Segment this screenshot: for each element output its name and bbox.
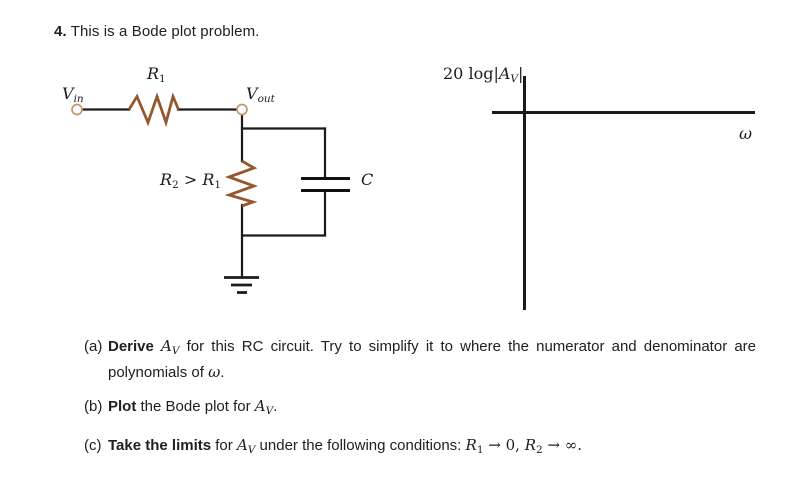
vout-label-base: V — [246, 84, 258, 103]
capacitor-label: C — [361, 170, 373, 190]
bode-axes — [492, 76, 755, 310]
vout-terminal — [236, 103, 248, 116]
r2-cond-a-sub: 2 — [172, 179, 179, 191]
omega-variable: ω — [208, 363, 221, 381]
question-a-text: for this RC circuit. Try to simplify it … — [186, 338, 757, 355]
question-a-line2-text: polynomials of — [108, 364, 209, 381]
question-c-text1: for — [211, 437, 237, 454]
r1-resistor — [127, 92, 180, 128]
question-a-line2: polynomials of ω. — [108, 362, 756, 383]
omega-letter: ω — [739, 124, 753, 143]
vin-label: Vin — [62, 84, 84, 105]
r1-limit-arrow: → 0, — [483, 436, 525, 454]
question-c: (c) Take the limits for AV under the fol… — [84, 435, 756, 461]
question-b: (b) Plot the Bode plot for AV. — [84, 396, 756, 422]
r2-cond-b: R — [202, 170, 215, 189]
circuit-wires — [81, 108, 327, 279]
r2-limit-sub: 2 — [535, 444, 543, 456]
r1-label-base: R — [147, 64, 160, 83]
r2-cond-a: R — [160, 170, 173, 189]
ylabel-var: A — [498, 64, 511, 83]
question-b-verb: Plot — [108, 398, 137, 415]
r1-limit-var: R — [465, 436, 477, 454]
av-variable-b: A — [254, 397, 266, 415]
av-variable-c: A — [236, 436, 248, 454]
question-b-text: the Bode plot for — [136, 398, 255, 415]
ground-symbol — [224, 276, 259, 294]
av-variable: A — [161, 337, 172, 355]
greater-than-sign: > — [178, 170, 203, 189]
question-a-line1: Derive AV for this RC circuit. Try to si… — [108, 336, 756, 362]
question-a-verb: Derive — [108, 338, 154, 355]
r2-cond-b-sub: 1 — [214, 179, 222, 191]
question-c-verb: Take the limits — [108, 437, 212, 454]
question-a-marker: (a) — [84, 338, 103, 355]
r2-resistor — [224, 159, 259, 208]
vout-label-sub: out — [257, 93, 275, 105]
vin-terminal — [71, 103, 83, 116]
terminals — [71, 103, 248, 116]
av-variable-b-sub: V — [265, 405, 274, 417]
av-variable-sub: V — [171, 345, 180, 357]
r2-limit-var: R — [524, 436, 536, 454]
question-b-marker: (b) — [84, 398, 103, 415]
question-c-text2: under the following conditions: — [255, 437, 466, 454]
question-a-line2-period: . — [220, 364, 225, 381]
question-a: (a) Derive AV for this RC circuit. Try t… — [84, 336, 756, 383]
problem-title: 4. This is a Bode plot problem. — [54, 23, 259, 40]
vout-label: Vout — [246, 84, 275, 105]
r2-limit-arrow: → ∞. — [542, 436, 583, 454]
bode-x-axis-label: ω — [739, 124, 752, 144]
r2-condition-label: R2 > R1 — [160, 170, 221, 191]
r1-label: R1 — [147, 64, 166, 85]
problem-number: 4. — [54, 23, 67, 40]
vin-label-sub: in — [73, 93, 84, 105]
question-c-marker: (c) — [84, 437, 102, 454]
question-b-period: . — [273, 398, 278, 415]
r1-label-sub: 1 — [159, 73, 166, 85]
bode-y-axis-label: 20 log|AV| — [443, 64, 523, 85]
ylabel-prefix: 20 log| — [443, 64, 499, 83]
r1-limit-sub: 1 — [476, 444, 484, 456]
capacitor — [301, 177, 350, 192]
ylabel-suffix: | — [517, 64, 524, 83]
vin-label-base: V — [62, 84, 74, 103]
ylabel-var-sub: V — [510, 73, 518, 85]
problem-title-text: This is a Bode plot problem. — [66, 23, 260, 40]
av-variable-c-sub: V — [247, 444, 256, 456]
capacitor-letter: C — [361, 170, 374, 189]
